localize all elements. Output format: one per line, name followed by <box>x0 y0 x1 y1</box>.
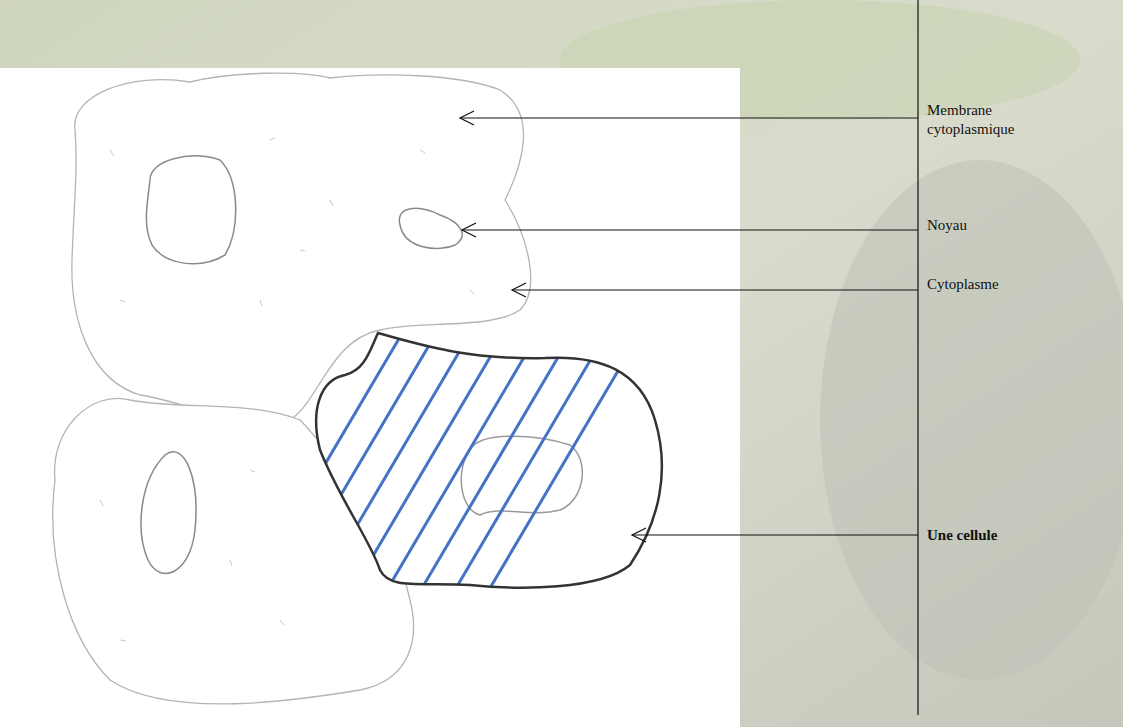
arrow-head <box>632 528 646 542</box>
part-label: Noyau <box>927 216 967 235</box>
highlighted-cell-fill <box>316 333 662 588</box>
arrow-head <box>462 223 476 237</box>
leader-lines <box>460 111 918 542</box>
highlighted-cell-outline <box>316 333 662 588</box>
leader-line <box>512 289 918 290</box>
nucleus <box>146 156 235 264</box>
part-label: Cytoplasme <box>927 275 999 294</box>
nucleus <box>141 452 196 574</box>
part-label: Membrane cytoplasmique <box>927 101 1027 139</box>
hatching <box>245 320 648 600</box>
leader-line <box>462 229 918 230</box>
arrow-head <box>512 283 526 297</box>
leader-line <box>632 534 918 535</box>
water-area <box>820 160 1123 680</box>
arrow-head <box>460 111 474 125</box>
title-label: Une cellule <box>927 526 997 545</box>
divider-line <box>917 0 918 715</box>
drawing-panel <box>0 68 740 727</box>
leader-line <box>460 117 918 118</box>
nucleus <box>399 208 462 248</box>
